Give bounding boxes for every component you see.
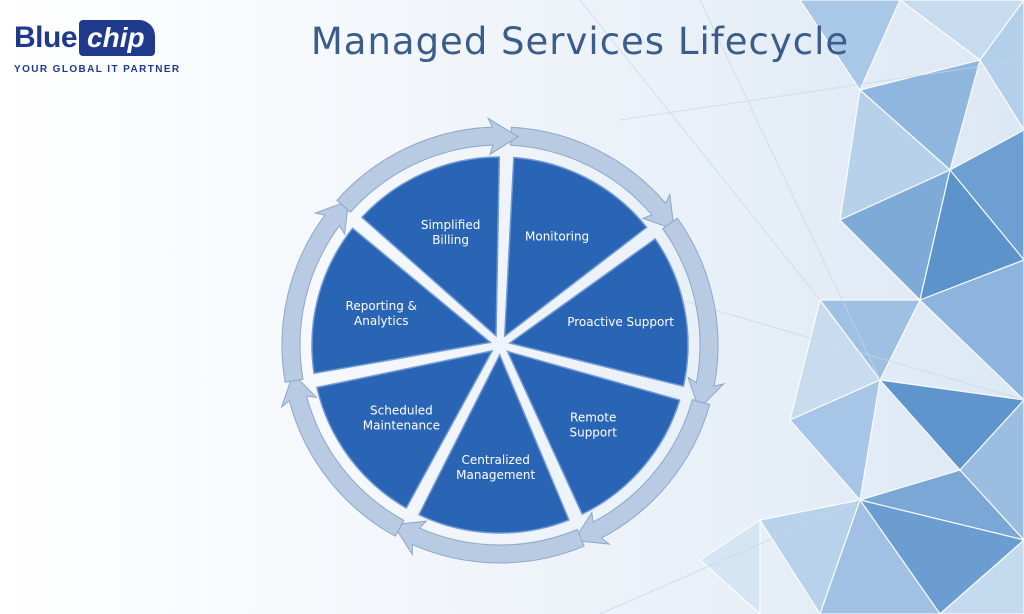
- segment-centralized-management[interactable]: [417, 353, 570, 534]
- cycle-arrows: [280, 116, 726, 564]
- segment-proactive-support[interactable]: [508, 237, 689, 388]
- segment-remote-support[interactable]: [506, 350, 681, 516]
- logo-tagline: YOUR GLOBAL IT PARTNER: [14, 64, 181, 75]
- segment-label-reporting-analytics: Reporting &Analytics: [346, 299, 418, 328]
- bluechip-logo[interactable]: Blue chip YOUR GLOBAL IT PARTNER: [14, 18, 189, 78]
- logo-wordmark: Blue chip: [14, 18, 189, 58]
- segment-label-proactive-support: Proactive Support: [567, 315, 674, 329]
- logo-text-chip: chip: [79, 20, 155, 56]
- page-title: Managed Services Lifecycle: [310, 20, 850, 63]
- segment-scheduled-maintenance[interactable]: [315, 349, 494, 510]
- segment-monitoring[interactable]: [503, 156, 648, 338]
- wheel-segments: [311, 156, 689, 534]
- segment-reporting-analytics[interactable]: [311, 227, 493, 375]
- logo-text-blue: Blue: [14, 21, 78, 54]
- segment-simplified-billing[interactable]: [360, 156, 501, 338]
- cycle-arrow-simplified-billing: [336, 116, 520, 214]
- segment-label-monitoring: Monitoring: [525, 229, 589, 243]
